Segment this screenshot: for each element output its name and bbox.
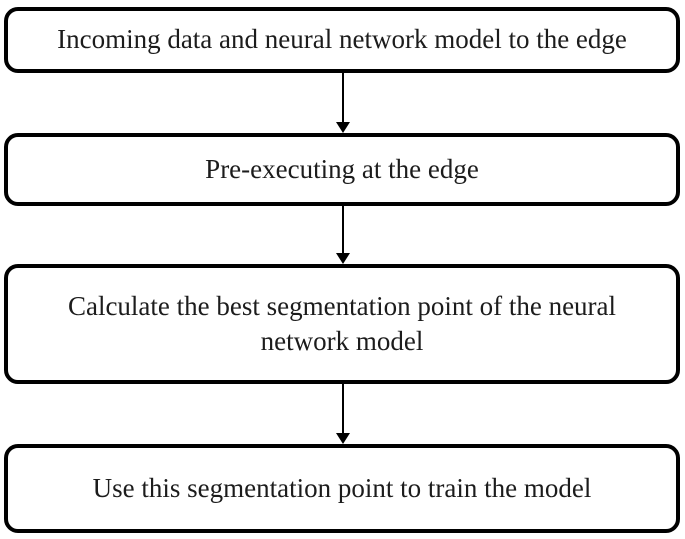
down-arrow-icon xyxy=(336,206,350,264)
flow-step-label: Pre-executing at the edge xyxy=(205,153,479,184)
down-arrow-icon xyxy=(336,73,350,133)
flow-step-label: Incoming data and neural network model t… xyxy=(57,24,627,55)
arrow-shaft xyxy=(342,384,344,435)
flow-step-label: Use this segmentation point to train the… xyxy=(92,472,592,503)
flow-step-train-model: Use this segmentation point to train the… xyxy=(4,444,680,533)
flow-step-label: Calculate the best segmentation point of… xyxy=(67,290,617,356)
flow-step-calculate-segmentation-point: Calculate the best segmentation point of… xyxy=(4,264,680,384)
down-arrow-icon xyxy=(336,384,350,444)
flow-step-incoming-data: Incoming data and neural network model t… xyxy=(4,7,680,73)
arrow-shaft xyxy=(342,73,344,124)
arrow-head xyxy=(336,433,350,444)
arrow-head xyxy=(336,122,350,133)
arrow-head xyxy=(336,253,350,264)
flow-step-pre-executing: Pre-executing at the edge xyxy=(4,133,680,206)
arrow-shaft xyxy=(342,206,344,255)
